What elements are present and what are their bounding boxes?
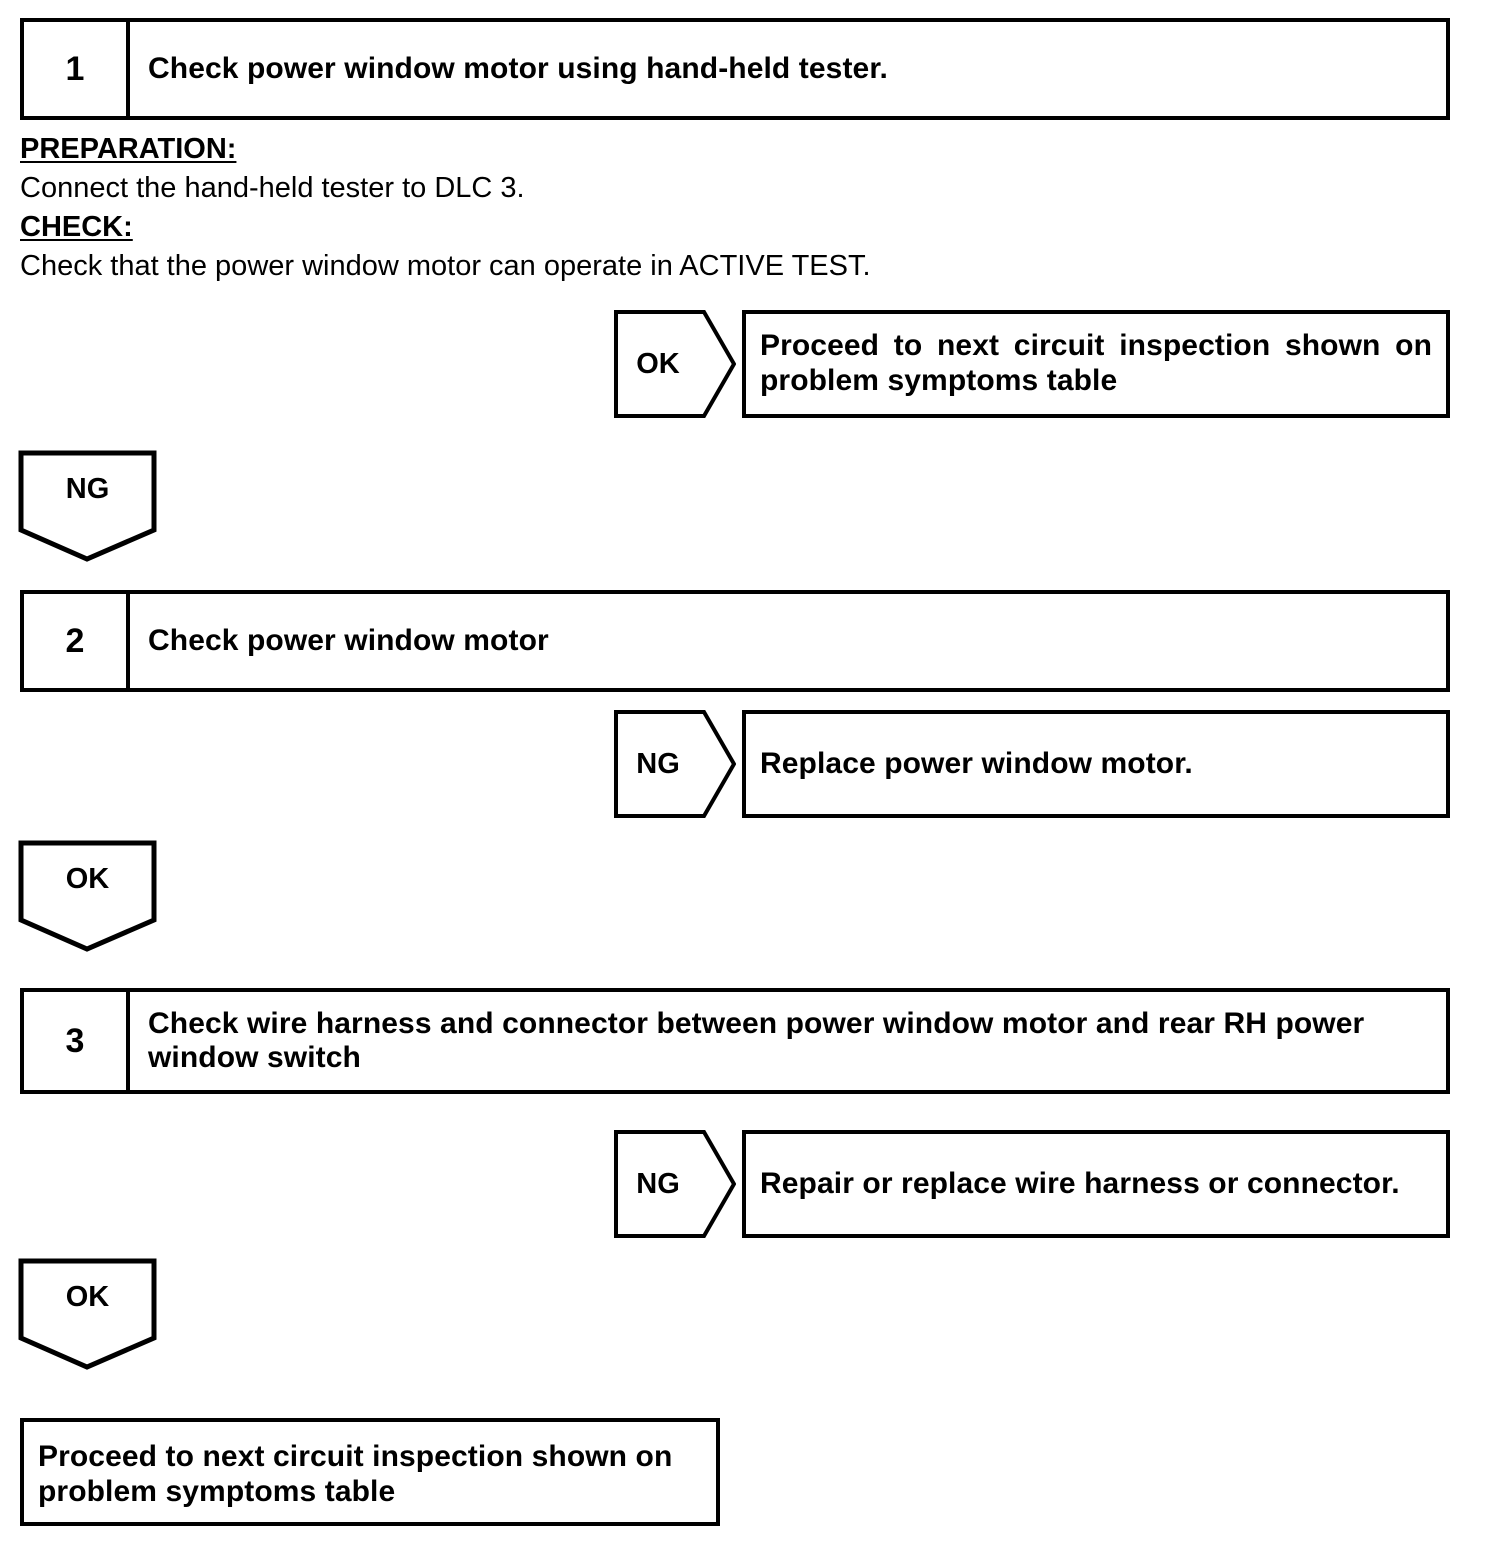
check-text: Check that the power window motor can op…: [20, 250, 871, 283]
judgement-ok-down-2: OK: [18, 1258, 157, 1370]
step-number-2: 2: [24, 594, 130, 688]
pentagon-down-icon: [18, 1258, 157, 1370]
pentagon-right-icon: [614, 310, 736, 418]
judgement-label: NG: [65, 472, 110, 505]
step-number-3: 3: [24, 992, 130, 1090]
result-text-1: Proceed to next circuit inspection shown…: [760, 329, 1432, 397]
step-title-1: Check power window motor using hand-held…: [148, 51, 888, 85]
result-box-1: Proceed to next circuit inspection shown…: [742, 310, 1450, 418]
pentagon-right-icon: [614, 1130, 736, 1238]
step-1-detail-text: PREPARATION: Connect the hand-held teste…: [20, 130, 1320, 287]
pentagon-down-icon: [18, 840, 157, 952]
step-title-3: Check wire harness and connector between…: [148, 1006, 1365, 1074]
judgement-label: OK: [65, 1280, 110, 1313]
judgement-label: OK: [65, 862, 110, 895]
final-result-box: Proceed to next circuit inspection shown…: [20, 1418, 720, 1526]
result-text-2: Replace power window motor.: [760, 746, 1193, 780]
judgement-ng-down-1: NG: [18, 450, 157, 562]
judgement-ok-1: OK: [614, 310, 736, 418]
judgement-label: OK: [636, 347, 680, 380]
judgement-ng-3: NG: [614, 1130, 736, 1238]
pentagon-down-icon: [18, 450, 157, 562]
result-box-3: Repair or replace wire harness or connec…: [742, 1130, 1450, 1238]
step-box-1: 1 Check power window motor using hand-he…: [20, 18, 1450, 120]
judgement-label: NG: [636, 1167, 680, 1200]
result-box-2: Replace power window motor.: [742, 710, 1450, 818]
judgement-ng-2: NG: [614, 710, 736, 818]
step-title-2: Check power window motor: [148, 623, 549, 657]
step-box-3: 3 Check wire harness and connector betwe…: [20, 988, 1450, 1094]
final-result-text: Proceed to next circuit inspection shown…: [38, 1440, 673, 1508]
judgement-label: NG: [636, 747, 680, 780]
result-text-3: Repair or replace wire harness or connec…: [760, 1166, 1400, 1200]
step-number-1: 1: [24, 22, 130, 116]
judgement-ok-down-1: OK: [18, 840, 157, 952]
pentagon-right-icon: [614, 710, 736, 818]
check-label: CHECK:: [20, 211, 133, 244]
preparation-label: PREPARATION:: [20, 133, 237, 165]
preparation-text: Connect the hand-held tester to DLC 3.: [20, 172, 525, 205]
step-box-2: 2 Check power window motor: [20, 590, 1450, 692]
